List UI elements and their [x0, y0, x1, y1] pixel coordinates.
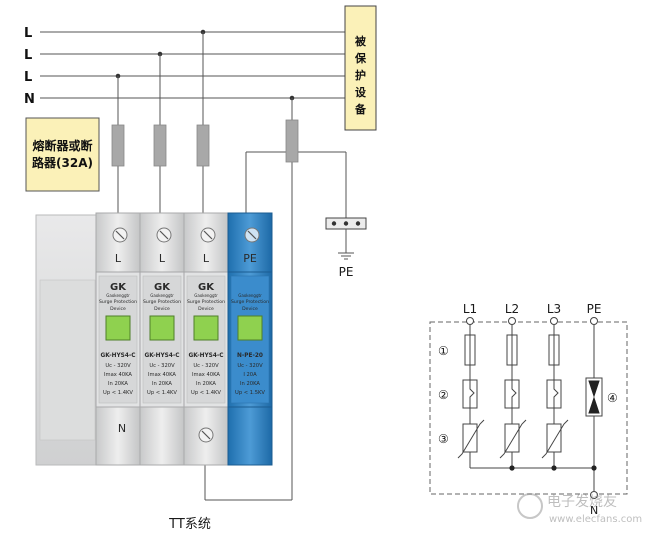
module-uc: Uc - 320V: [193, 363, 219, 369]
label-l1: L: [24, 26, 32, 41]
schematic-terminal-l3: L3: [547, 302, 561, 316]
module-in: In 20KA: [196, 381, 216, 387]
svg-text:被: 被: [355, 34, 367, 48]
bus-lines: [40, 31, 345, 99]
marker-thermal-disconnector: ②: [438, 388, 449, 402]
module-imax: I 20A: [243, 372, 257, 378]
module-desc-2: Device: [242, 306, 258, 312]
label-n: N: [24, 92, 35, 107]
status-window: [193, 315, 219, 341]
module-bottom-label: N: [118, 422, 126, 435]
svg-text:设: 设: [355, 85, 367, 99]
module-up: Up < 1.4KV: [191, 390, 221, 396]
fuses: [111, 119, 299, 167]
schematic-terminal-pe: PE: [587, 302, 602, 316]
fuse-n: [285, 119, 299, 163]
marker-varistor: ③: [438, 432, 449, 446]
module-model: GK-HYS4-C: [188, 353, 223, 359]
module-desc-1: Surge Protection: [143, 299, 181, 305]
marker-fuse: ①: [438, 344, 449, 358]
pe-terminal-block: [325, 217, 367, 260]
watermark-cn: 电子发烧友: [547, 494, 617, 510]
module-model: GK-HYS4-C: [144, 353, 179, 359]
fuse-note-line2: 路器(32A): [32, 155, 93, 170]
svg-text:护: 护: [355, 68, 366, 82]
module-up: Up < 1.4KV: [103, 390, 133, 396]
module-imax: Imax 40KA: [192, 372, 220, 378]
label-l3: L: [24, 70, 32, 85]
module-up: Up < 1.4KV: [147, 390, 177, 396]
module-desc-2: Device: [110, 306, 126, 312]
schematic-terminal-l1: L1: [463, 302, 477, 316]
schematic-junctions: [509, 465, 597, 471]
watermark: 电子发烧友 www.elecfans.com: [517, 493, 642, 525]
module-brand-sub: Gaokenggtr: [238, 293, 262, 298]
module-brand-sub: Gaokenggtr: [150, 293, 174, 298]
internal-schematic: [429, 317, 628, 499]
schematic-terminal-l2: L2: [505, 302, 519, 316]
module-uc: Uc - 320V: [237, 363, 263, 369]
status-window: [237, 315, 263, 341]
caption: TT系统: [168, 517, 211, 532]
marker-gas-discharge-tube: ④: [607, 391, 618, 405]
module-in: In 20KA: [152, 381, 172, 387]
module-in: In 20KA: [240, 381, 260, 387]
status-window: [105, 315, 131, 341]
module-brand-sub: Gaokenggtr: [106, 293, 130, 298]
label-l2: L: [24, 48, 32, 63]
module-top-label: L: [115, 252, 122, 265]
protected-device-label: 被 保 护 设 备: [354, 34, 367, 116]
module-desc-1: Surge Protection: [187, 299, 225, 305]
fuse-l3: [111, 124, 125, 167]
module-top-label: L: [203, 252, 210, 265]
module-brand-sub: Gaokenggtr: [194, 293, 218, 298]
module-desc-1: Surge Protection: [231, 299, 269, 305]
module-top-label: PE: [243, 252, 257, 265]
status-window: [149, 315, 175, 341]
module-imax: Imax 40KA: [104, 372, 132, 378]
module-model: GK-HYS4-C: [100, 353, 135, 359]
schematic-bottom-n: N: [590, 504, 598, 517]
module-desc-2: Device: [154, 306, 170, 312]
module-uc: Uc - 320V: [105, 363, 131, 369]
watermark-logo-icon: [517, 493, 543, 519]
pe-terminal-label: PE: [339, 265, 354, 279]
svg-text:保: 保: [354, 51, 367, 65]
watermark-url: www.elecfans.com: [549, 514, 642, 525]
module-desc-1: Surge Protection: [99, 299, 137, 305]
fuse-l1: [196, 124, 210, 167]
module-imax: Imax 40KA: [148, 372, 176, 378]
protected-device-box: [344, 5, 377, 131]
module-in: In 20KA: [108, 381, 128, 387]
module-brand: GK: [110, 282, 127, 293]
svg-text:备: 备: [354, 102, 367, 116]
module-model: N-PE-20: [237, 353, 263, 359]
fuse-l2: [153, 124, 167, 167]
junction-dots: [115, 29, 295, 101]
module-top-label: L: [159, 252, 166, 265]
module-brand: GK: [198, 282, 215, 293]
module-brand: GK: [154, 282, 171, 293]
module-desc-2: Device: [198, 306, 214, 312]
module-uc: Uc - 320V: [149, 363, 175, 369]
fuse-note-line1: 熔断器或断: [32, 138, 92, 153]
module-up: Up < 1.5KV: [235, 390, 265, 396]
fuse-note-box: [25, 117, 100, 192]
